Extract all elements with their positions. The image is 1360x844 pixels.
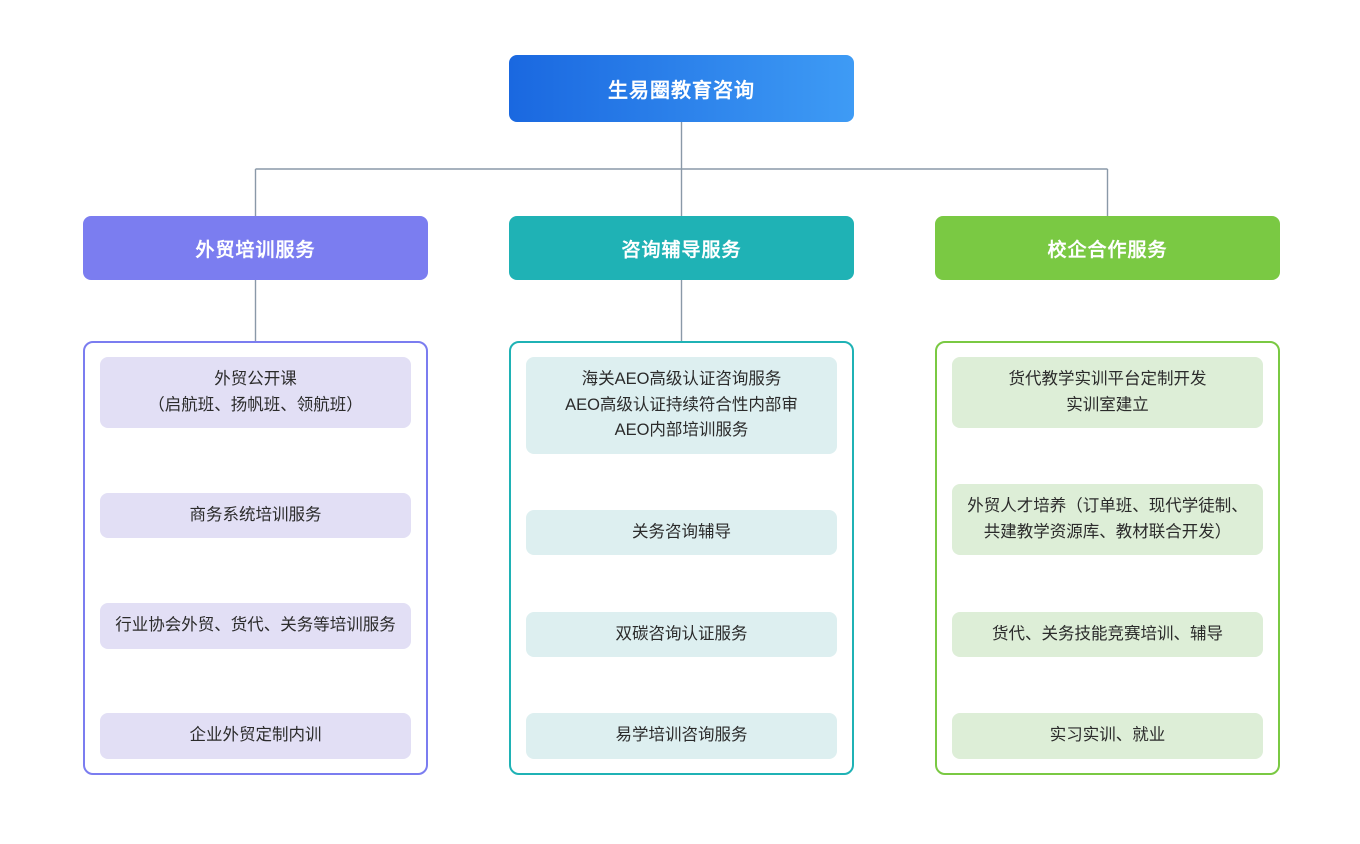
item-card-label: 外贸公开课 （启航班、扬帆班、领航班） xyxy=(148,370,363,414)
item-card-label: 双碳咨询认证服务 xyxy=(615,624,748,643)
item-card-label: 行业协会外贸、货代、关务等培训服务 xyxy=(115,616,396,635)
group-box-2: 海关AEO高级认证咨询服务 AEO高级认证持续符合性内部审 AEO内部培训服务 … xyxy=(509,341,854,775)
item-card[interactable]: 企业外贸定制内训 xyxy=(100,713,411,759)
branch-column-2: 咨询辅导服务 海关AEO高级认证咨询服务 AEO高级认证持续符合性内部审 AEO… xyxy=(509,216,854,775)
item-card[interactable]: 货代、关务技能竞赛培训、辅导 xyxy=(952,611,1263,658)
category-header-2-label: 咨询辅导服务 xyxy=(621,239,742,261)
item-card[interactable]: 易学培训咨询服务 xyxy=(526,713,837,759)
category-header-3-label: 校企合作服务 xyxy=(1047,239,1168,261)
branch-column-3: 校企合作服务 货代教学实训平台定制开发 实训室建立 外贸人才培养（订单班、现代学… xyxy=(935,216,1280,775)
category-header-1[interactable]: 外贸培训服务 xyxy=(83,216,428,280)
item-card-label: 企业外贸定制内训 xyxy=(189,726,322,745)
item-card-label: 货代、关务技能竞赛培训、辅导 xyxy=(992,624,1223,643)
item-card[interactable]: 行业协会外贸、货代、关务等培训服务 xyxy=(100,603,411,649)
item-card-label: 商务系统培训服务 xyxy=(189,505,322,524)
root-node-label: 生易圈教育咨询 xyxy=(608,80,755,102)
item-card-label: 实习实训、就业 xyxy=(1049,726,1166,745)
item-card[interactable]: 海关AEO高级认证咨询服务 AEO高级认证持续符合性内部审 AEO内部培训服务 xyxy=(526,357,837,454)
item-card-label: 海关AEO高级认证咨询服务 AEO高级认证持续符合性内部审 AEO内部培训服务 xyxy=(565,370,798,440)
branch-column-1: 外贸培训服务 外贸公开课 （启航班、扬帆班、领航班） 商务系统培训服务 行业协会… xyxy=(83,216,428,775)
item-card-label: 易学培训咨询服务 xyxy=(615,726,748,745)
category-header-1-label: 外贸培训服务 xyxy=(195,239,316,261)
group-box-1: 外贸公开课 （启航班、扬帆班、领航班） 商务系统培训服务 行业协会外贸、货代、关… xyxy=(83,341,428,775)
category-header-3[interactable]: 校企合作服务 xyxy=(935,216,1280,280)
root-node[interactable]: 生易圈教育咨询 xyxy=(509,55,854,122)
item-card[interactable]: 双碳咨询认证服务 xyxy=(526,611,837,658)
item-card[interactable]: 货代教学实训平台定制开发 实训室建立 xyxy=(952,357,1263,429)
group-box-3: 货代教学实训平台定制开发 实训室建立 外贸人才培养（订单班、现代学徒制、共建教学… xyxy=(935,341,1280,775)
item-card-label: 关务咨询辅导 xyxy=(632,522,731,541)
category-header-2[interactable]: 咨询辅导服务 xyxy=(509,216,854,280)
item-card[interactable]: 外贸人才培养（订单班、现代学徒制、共建教学资源库、教材联合开发） xyxy=(952,484,1263,556)
item-card[interactable]: 外贸公开课 （启航班、扬帆班、领航班） xyxy=(100,357,411,429)
item-card[interactable]: 关务咨询辅导 xyxy=(526,509,837,556)
item-card-label: 外贸人才培养（订单班、现代学徒制、共建教学资源库、教材联合开发） xyxy=(967,497,1248,541)
item-card-label: 货代教学实训平台定制开发 实训室建立 xyxy=(1008,370,1207,414)
item-card[interactable]: 商务系统培训服务 xyxy=(100,492,411,539)
item-card[interactable]: 实习实训、就业 xyxy=(952,713,1263,759)
